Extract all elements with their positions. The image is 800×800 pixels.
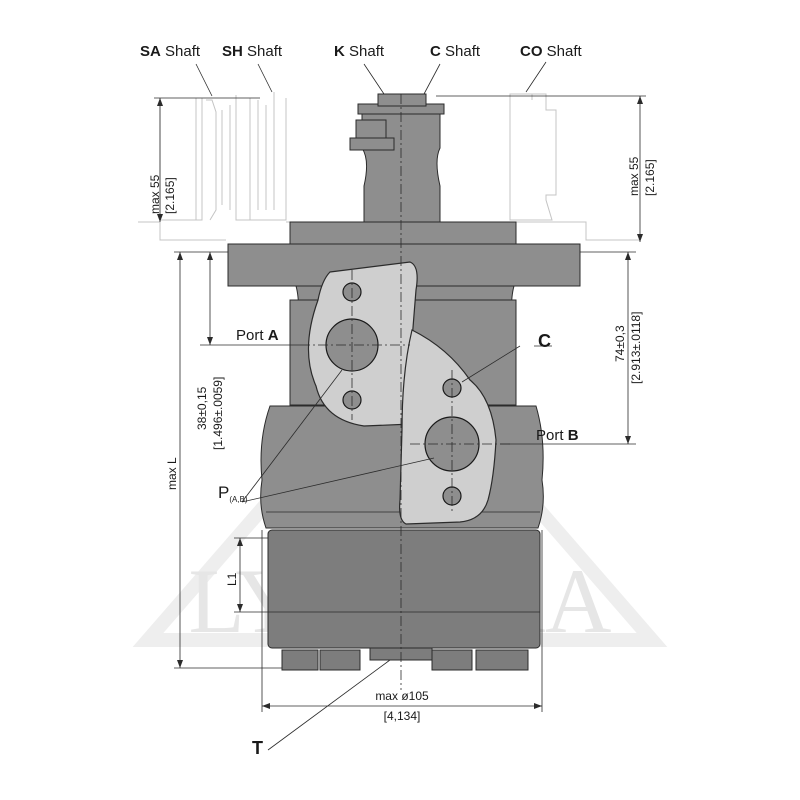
l1-dim: L1 bbox=[225, 572, 239, 586]
left-height-inch: [2.165] bbox=[163, 177, 177, 214]
arrowhead bbox=[157, 214, 163, 222]
shaft-label-sa: SA Shaft bbox=[140, 43, 201, 60]
bolt-head bbox=[431, 649, 473, 671]
leader-lines bbox=[195, 61, 552, 751]
end-cover bbox=[267, 529, 541, 649]
port-a-metric: 38±0,15 bbox=[195, 386, 209, 430]
port-offset-metric: 74±0,3 bbox=[613, 325, 627, 362]
port-c-leader bbox=[461, 345, 521, 383]
left-height-metric: max 55 bbox=[148, 174, 162, 214]
sa-leader bbox=[195, 63, 213, 97]
motor-body bbox=[227, 93, 581, 671]
port-labels: Port A Port B C P(A,B) T bbox=[218, 327, 579, 758]
shaft-label-c: C Shaft bbox=[430, 43, 481, 60]
right-height-inch: [2.165] bbox=[643, 159, 657, 196]
arrowhead bbox=[237, 538, 243, 546]
t-leader bbox=[267, 659, 391, 751]
port-offset-inch: [2.913±.0118] bbox=[629, 312, 643, 384]
arrowhead bbox=[237, 604, 243, 612]
arrowhead bbox=[625, 436, 631, 444]
overall-length: max L bbox=[165, 457, 179, 490]
port-c-label: C bbox=[538, 331, 551, 351]
bolt-head bbox=[281, 649, 319, 671]
flange-step bbox=[289, 221, 517, 245]
arrowhead bbox=[177, 252, 183, 260]
sh-shaft-outline bbox=[249, 92, 287, 221]
p-leader-a bbox=[241, 369, 343, 503]
port-a-label: Port A bbox=[236, 327, 279, 344]
shaft-label-sh: SH Shaft bbox=[222, 43, 283, 60]
arrowhead bbox=[157, 98, 163, 106]
arrowhead bbox=[637, 96, 643, 104]
diameter-metric: max ø105 bbox=[375, 689, 429, 703]
arrowhead bbox=[262, 703, 270, 709]
right-height-metric: max 55 bbox=[627, 156, 641, 196]
port-a-inch: [1.496±.0059] bbox=[211, 377, 225, 450]
dimension-lines bbox=[154, 95, 646, 712]
shaft-label-k: K Shaft bbox=[334, 43, 385, 60]
sh-leader bbox=[257, 63, 273, 93]
port-b-label: Port B bbox=[536, 427, 579, 444]
shaft-nut bbox=[349, 137, 395, 151]
c-shaft-leader bbox=[423, 63, 441, 95]
k-leader bbox=[363, 63, 385, 95]
tank-port-label: T bbox=[252, 738, 263, 758]
arrowhead bbox=[637, 234, 643, 242]
arrowhead bbox=[177, 660, 183, 668]
bolt-head bbox=[319, 649, 361, 671]
co-shaft-outline bbox=[509, 93, 557, 221]
shaft-variants bbox=[138, 92, 640, 241]
shaft-key bbox=[355, 119, 387, 139]
centre-lines bbox=[300, 94, 510, 690]
pressure-port-label: P(A,B) bbox=[218, 483, 248, 504]
co-leader bbox=[525, 61, 547, 93]
dimension-texts: max 55 [2.165] max 55 [2.165] 74±0,3 [2.… bbox=[148, 156, 657, 723]
arrowhead bbox=[625, 252, 631, 260]
arrowhead bbox=[207, 337, 213, 345]
shaft-labels: SA Shaft SH Shaft K Shaft C Shaft CO Sha… bbox=[140, 43, 583, 60]
arrowhead bbox=[534, 703, 542, 709]
shaft-tip bbox=[377, 93, 427, 107]
bolt-heads bbox=[281, 647, 529, 671]
shaft-label-co: CO Shaft bbox=[520, 43, 583, 60]
sa-shaft-outline bbox=[159, 95, 260, 221]
diameter-inch: [4,134] bbox=[384, 709, 421, 723]
arrowhead bbox=[207, 252, 213, 260]
bolt-head bbox=[475, 649, 529, 671]
shaft-base-outline bbox=[138, 221, 640, 241]
p-leader-b bbox=[241, 457, 435, 503]
